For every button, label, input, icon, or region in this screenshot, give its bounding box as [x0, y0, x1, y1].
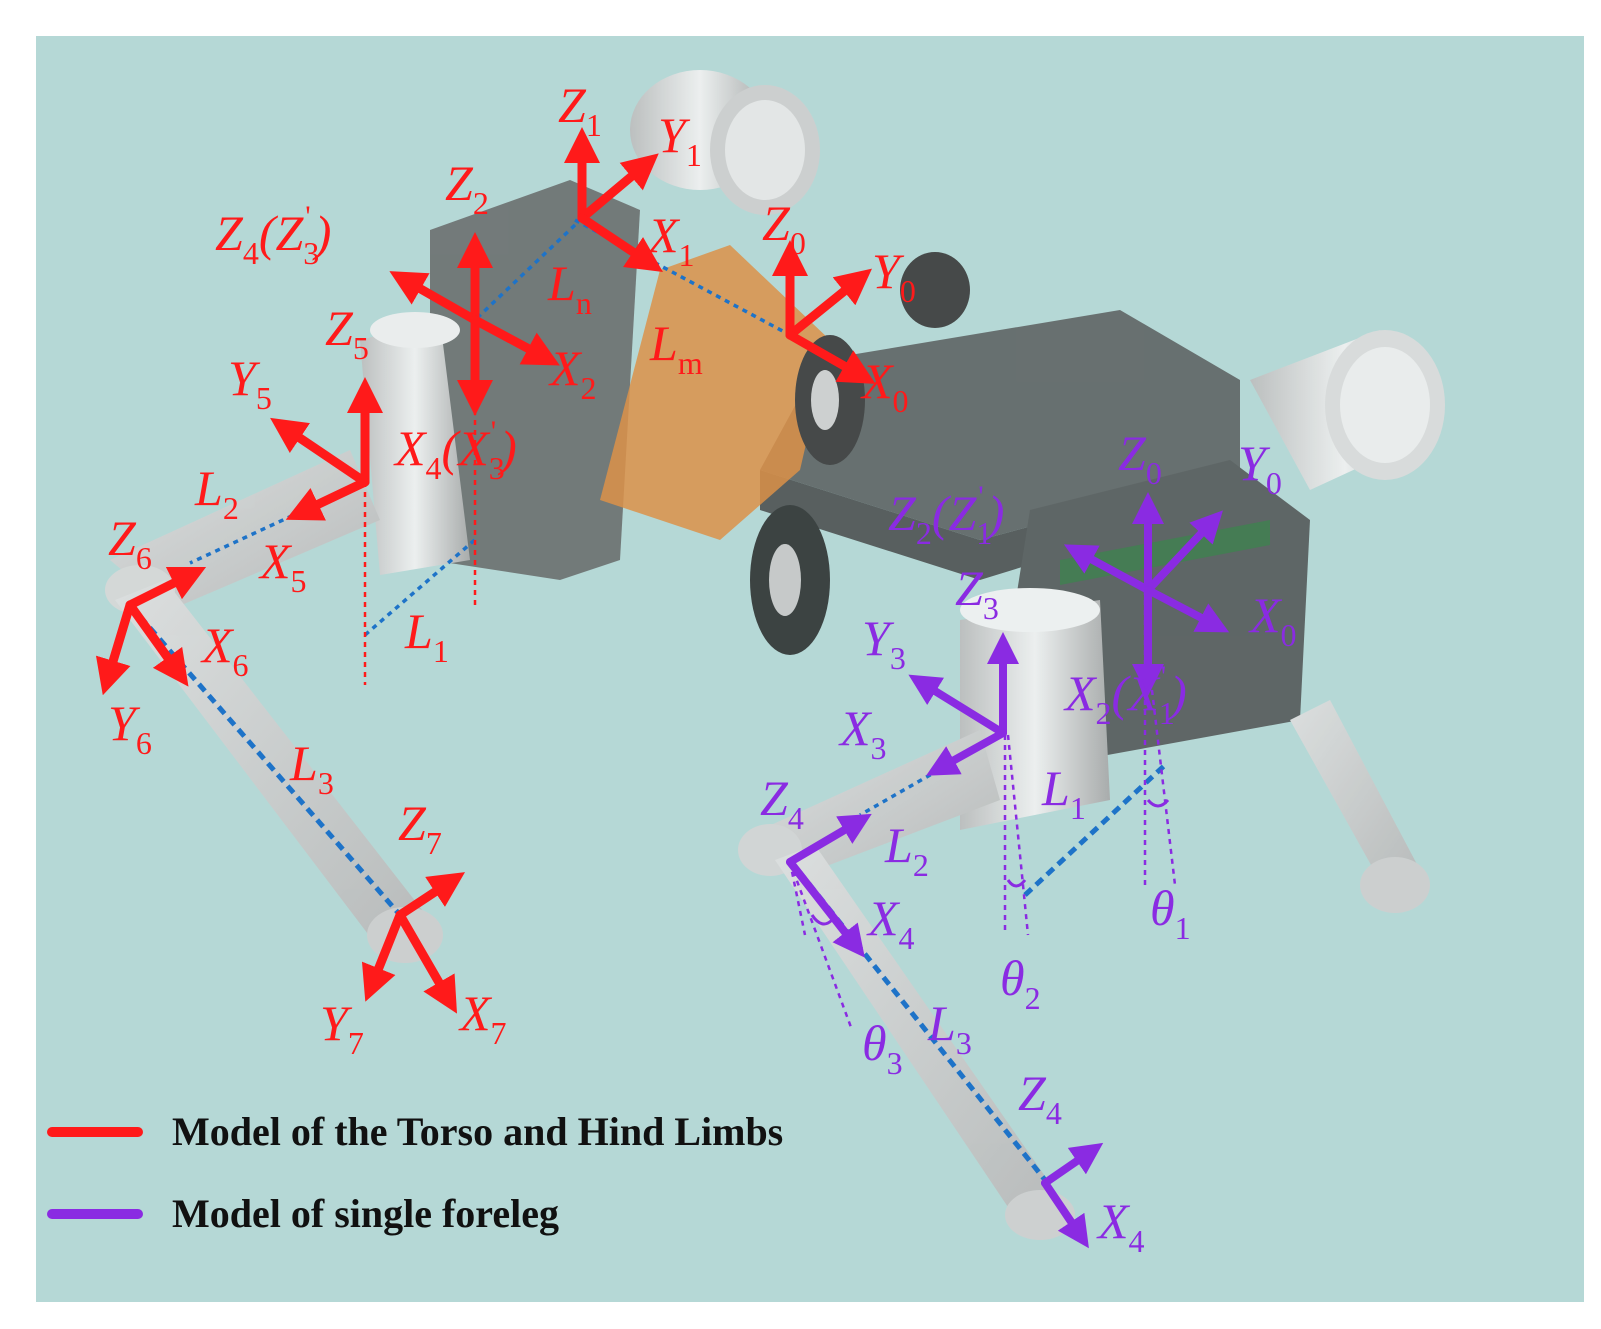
red-label-y0: Y0 — [872, 243, 916, 309]
purple-y3-axis — [908, 674, 1007, 737]
red-label-x0: X0 — [860, 353, 909, 419]
red-label-x1: X1 — [646, 207, 695, 273]
red-x2-axis — [470, 315, 560, 366]
red-label-z7: Z7 — [398, 795, 442, 861]
purple-label-z2: Z2(Z1') — [888, 480, 1004, 551]
purple-label-l2: L2 — [884, 817, 929, 883]
purple-label-y0: Y0 — [1238, 435, 1282, 501]
purple-label-th2: θ2 — [1000, 950, 1041, 1016]
purple-label-th3: θ3 — [862, 1015, 903, 1081]
red-label-z0: Z0 — [762, 195, 806, 261]
purple-label-x4b: X4 — [1096, 1193, 1145, 1259]
red-label-z5: Z5 — [325, 300, 369, 366]
red-label-y5: Y5 — [228, 350, 272, 416]
link-front-l1 — [1023, 763, 1167, 897]
far-front-leg — [1290, 700, 1420, 890]
legend-torso-label: Model of the Torso and Hind Limbs — [172, 1109, 783, 1154]
purple-x3-axis — [926, 729, 1007, 776]
purple-foot-x4-axis — [1041, 1179, 1089, 1249]
red-label-x2: X2 — [548, 340, 597, 406]
purple-x0-axis — [1144, 586, 1230, 633]
angle-arcs — [810, 798, 1170, 926]
purple-label-x0: X0 — [1248, 587, 1297, 653]
red-label-z1: Z1 — [558, 77, 602, 143]
purple-x4-axis — [786, 858, 865, 958]
red-label-y7: Y7 — [320, 995, 364, 1061]
rear-hip-motor — [360, 312, 470, 575]
red-label-x5: X5 — [258, 533, 307, 599]
red-y1-axis — [577, 153, 659, 223]
red-reference-lines — [363, 390, 477, 685]
red-label-ln: Ln — [547, 255, 592, 321]
red-label-l1: L1 — [404, 603, 449, 669]
purple-label-z0: Z0 — [1118, 425, 1162, 491]
orange-spine-plate — [600, 245, 830, 540]
red-y6-axis — [95, 600, 135, 696]
red-x5-axis — [285, 477, 370, 521]
purple-reference-lines — [788, 590, 1177, 1031]
purple-z4-axis — [786, 813, 872, 866]
purple-foot-z4-axis — [1041, 1142, 1104, 1187]
link-ln — [473, 223, 577, 322]
red-label-x6: X6 — [200, 617, 249, 683]
red-label-y6: Y6 — [108, 695, 152, 761]
red-y0-axis — [785, 268, 872, 340]
purple-label-y3: Y3 — [862, 610, 906, 676]
rear-hip-block — [430, 180, 640, 580]
red-label-x4: X4(X3') — [393, 415, 517, 486]
red-y7-axis — [361, 910, 405, 1002]
torso-block — [760, 310, 1240, 540]
front-leg-motor-icon — [1250, 330, 1445, 490]
red-label-x7: X7 — [458, 985, 507, 1051]
purple-y0-axis — [1144, 510, 1223, 594]
legend-foreleg-label: Model of single foreleg — [172, 1191, 559, 1236]
diagram-background — [36, 36, 1584, 1302]
purple-label-x2: X2(X1') — [1063, 660, 1187, 731]
theta2-arc — [1006, 879, 1027, 888]
theta1-arc — [1146, 798, 1170, 808]
theta3-arc — [810, 914, 834, 926]
legend: Model of the Torso and Hind Limbs Model … — [47, 1109, 783, 1236]
far-front-foot — [1360, 857, 1430, 913]
red-y5-axis — [270, 417, 370, 487]
red-label-l3: L3 — [289, 735, 334, 801]
red-z4-axis — [389, 271, 480, 325]
red-z6-axis — [125, 566, 207, 610]
purple-z2-axis — [1063, 544, 1152, 594]
purple-label-x4a: X4 — [866, 890, 915, 956]
purple-label-l3: L3 — [927, 995, 972, 1061]
purple-label-x3: X3 — [838, 700, 887, 766]
red-label-z6: Z6 — [108, 510, 152, 576]
purple-label-th1: θ1 — [1150, 880, 1191, 946]
red-z7-axis — [395, 872, 466, 920]
rear-leg-motor-icon — [630, 70, 820, 215]
purple-label-z4a: Z4 — [760, 770, 804, 836]
red-label-z4: Z4(Z3') — [215, 200, 331, 271]
purple-label-z3: Z3 — [955, 560, 999, 626]
purple-label-l1: L1 — [1041, 760, 1086, 826]
purple-frames — [786, 492, 1230, 1249]
red-frames — [95, 127, 876, 1014]
red-label-lm: Lm — [649, 315, 703, 381]
red-x1-axis — [577, 213, 663, 272]
red-label-l2: L2 — [194, 460, 239, 526]
purple-label-z4b: Z4 — [1018, 1065, 1062, 1131]
red-x6-axis — [125, 600, 189, 687]
red-x0-axis — [785, 330, 876, 384]
red-label-y1: Y1 — [658, 107, 702, 173]
red-label-z2: Z2 — [445, 155, 489, 221]
link-l1 — [363, 536, 479, 637]
red-x7-axis — [395, 910, 458, 1014]
